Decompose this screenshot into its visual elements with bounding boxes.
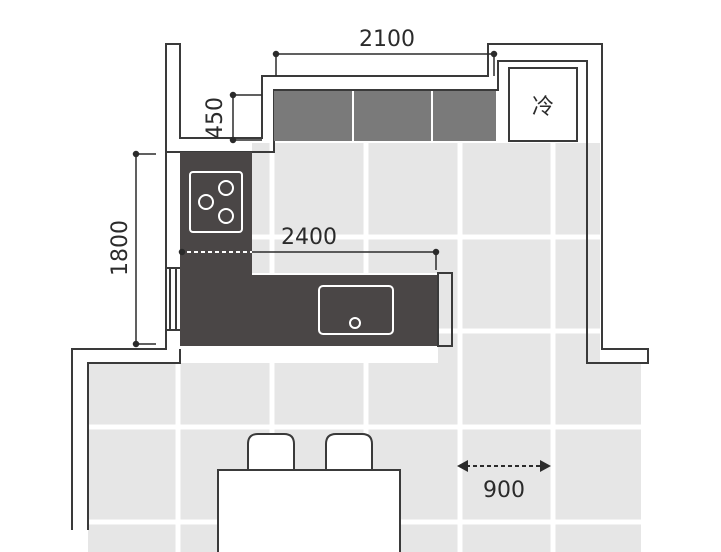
outer-wall — [165, 43, 649, 364]
dimension-aisle — [457, 460, 551, 472]
dimension-side-length — [132, 150, 156, 348]
walls — [71, 43, 649, 530]
sink-drain — [349, 317, 361, 329]
upper-counter — [274, 91, 496, 141]
chair-right — [325, 433, 373, 470]
sink — [318, 285, 394, 335]
dimension-upper-width — [272, 50, 498, 76]
lower-counter — [180, 152, 438, 346]
dimension-side-length-label: 1800 — [108, 220, 133, 276]
dimension-lower-width — [178, 248, 440, 270]
left-wall — [71, 152, 181, 530]
dining-set — [217, 433, 401, 552]
dimension-aisle-label: 900 — [483, 478, 525, 503]
dining-table — [217, 469, 401, 552]
burner-3 — [218, 208, 234, 224]
fridge-label: 冷 — [532, 95, 554, 120]
dimension-lower-width-label: 2400 — [281, 225, 337, 250]
burner-2 — [198, 194, 214, 210]
dimension-upper-width-label: 2100 — [359, 27, 415, 52]
cooktop — [189, 171, 243, 233]
dimension-upper-depth — [229, 91, 262, 144]
burner-1 — [218, 180, 234, 196]
fridge: 冷 — [508, 67, 578, 142]
dimension-upper-depth-label: 450 — [203, 97, 228, 139]
chair-left — [247, 433, 295, 470]
